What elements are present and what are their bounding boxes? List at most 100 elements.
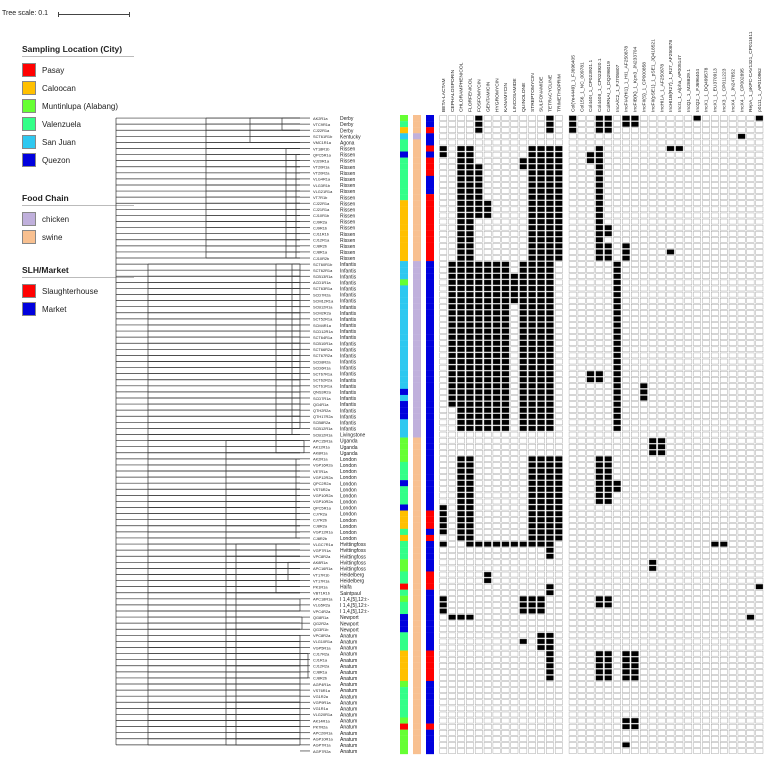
matrix-cell xyxy=(657,243,666,249)
matrix-cell xyxy=(693,736,701,742)
matrix-cell xyxy=(755,547,764,553)
matrix-cell xyxy=(711,194,719,200)
matrix-cell xyxy=(639,285,648,292)
matrix-cell xyxy=(448,577,456,584)
matrix-cell xyxy=(657,705,666,712)
metadata-strip-loc xyxy=(400,334,408,341)
matrix-cell xyxy=(519,151,528,158)
isolate-label: VLGC7R1a xyxy=(313,542,334,547)
matrix-cell xyxy=(483,571,492,578)
matrix-cell xyxy=(666,310,675,316)
matrix-cell xyxy=(684,273,693,279)
matrix-cell xyxy=(577,224,586,231)
matrix-cell xyxy=(439,304,448,310)
matrix-cell xyxy=(528,279,536,286)
matrix-cell xyxy=(577,450,586,456)
matrix-cell xyxy=(554,334,563,340)
matrix-cell xyxy=(702,541,710,547)
matrix-cell xyxy=(474,456,483,462)
matrix-cell xyxy=(568,139,577,146)
matrix-cell xyxy=(519,121,528,127)
matrix-cell xyxy=(746,121,755,127)
matrix-cell xyxy=(519,413,528,419)
metadata-strip-fc xyxy=(413,127,421,134)
matrix-cell xyxy=(684,742,693,748)
matrix-cell xyxy=(604,553,613,559)
matrix-cell xyxy=(711,450,719,456)
matrix-cell xyxy=(639,669,648,675)
serovar-label: Anatum xyxy=(340,688,357,694)
matrix-cell xyxy=(474,699,483,705)
matrix-cell xyxy=(711,224,719,231)
matrix-cell xyxy=(746,517,755,523)
matrix-cell xyxy=(474,291,483,298)
metadata-strip-loc xyxy=(400,589,408,596)
matrix-cell xyxy=(746,663,755,669)
matrix-cell xyxy=(568,279,577,286)
matrix-cell xyxy=(466,419,474,426)
matrix-cell xyxy=(568,176,577,182)
matrix-cell xyxy=(693,529,701,535)
matrix-cell xyxy=(604,151,613,158)
matrix-cell xyxy=(684,614,693,620)
matrix-cell xyxy=(675,212,684,219)
matrix-cell xyxy=(586,218,595,225)
matrix-cell xyxy=(595,279,604,286)
matrix-cell xyxy=(595,273,604,279)
matrix-cell xyxy=(510,675,519,681)
matrix-cell xyxy=(711,377,719,383)
matrix-cell xyxy=(466,669,474,675)
metadata-strip-loc xyxy=(400,699,408,706)
matrix-cell xyxy=(604,261,613,267)
matrix-cell xyxy=(666,498,675,505)
matrix-cell xyxy=(519,267,528,273)
matrix-cell xyxy=(693,742,701,748)
matrix-cell xyxy=(648,164,657,170)
matrix-cell xyxy=(537,602,545,608)
matrix-cell xyxy=(737,425,746,432)
matrix-cell xyxy=(684,358,693,365)
matrix-cell xyxy=(746,206,755,213)
matrix-cell xyxy=(719,218,728,225)
matrix-cell xyxy=(483,127,492,133)
matrix-cell xyxy=(648,170,657,176)
matrix-cell xyxy=(684,291,693,298)
matrix-cell xyxy=(448,510,456,517)
matrix-cell xyxy=(693,383,701,389)
serovar-label: Agona xyxy=(340,140,355,146)
metadata-strip-sm xyxy=(426,559,434,566)
matrix-cell xyxy=(466,200,474,206)
matrix-cell xyxy=(639,650,648,657)
matrix-cell xyxy=(613,669,621,675)
matrix-cell xyxy=(684,255,693,261)
matrix-cell xyxy=(719,243,728,249)
matrix-cell xyxy=(546,243,554,249)
matrix-cell xyxy=(586,346,595,353)
matrix-cell xyxy=(604,529,613,535)
matrix-cell xyxy=(586,285,595,292)
matrix-cell xyxy=(693,711,701,718)
matrix-cell xyxy=(528,541,536,547)
matrix-cell xyxy=(702,504,710,511)
matrix-cell xyxy=(519,602,528,608)
matrix-cell xyxy=(622,371,630,377)
matrix-cell xyxy=(693,699,701,705)
matrix-cell xyxy=(604,705,613,712)
matrix-cell xyxy=(613,517,621,523)
matrix-cell xyxy=(554,620,563,626)
matrix-cell xyxy=(519,711,528,718)
matrix-cell xyxy=(483,188,492,194)
matrix-cell xyxy=(577,352,586,359)
matrix-cell xyxy=(595,255,604,261)
matrix-cell xyxy=(684,285,693,292)
matrix-cell xyxy=(657,158,666,164)
matrix-cell xyxy=(568,456,577,462)
matrix-cell xyxy=(528,139,536,146)
matrix-cell xyxy=(622,115,630,121)
matrix-cell xyxy=(466,687,474,693)
matrix-cell xyxy=(537,377,545,383)
matrix-cell xyxy=(483,614,492,620)
matrix-cell xyxy=(501,553,510,559)
metadata-strip-sm xyxy=(426,188,434,195)
matrix-cell xyxy=(711,559,719,566)
